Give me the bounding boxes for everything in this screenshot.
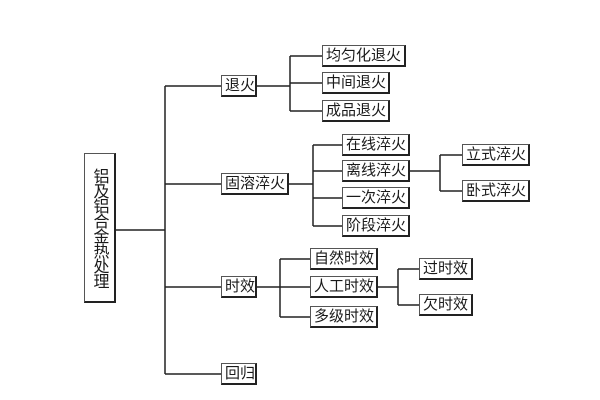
node-single-quenching: 一次淬火 — [342, 187, 410, 209]
node-stage-quenching: 阶段淬火 — [342, 215, 410, 237]
node-multistage-aging: 多级时效 — [310, 306, 378, 328]
node-over-aging: 过时效 — [419, 258, 473, 280]
node-natural-aging: 自然时效 — [310, 248, 378, 270]
branch-solution-quenching: 固溶淬火 — [221, 173, 289, 195]
node-homogenization-annealing: 均匀化退火 — [322, 45, 406, 67]
node-final-annealing: 成品退火 — [322, 100, 390, 122]
root-node: 铝及铝合金热处理 — [84, 153, 116, 303]
node-artificial-aging: 人工时效 — [310, 276, 378, 298]
node-intermediate-annealing: 中间退火 — [322, 72, 390, 94]
branch-annealing: 退火 — [221, 75, 257, 97]
node-vertical-quenching: 立式淬火 — [462, 144, 530, 166]
branch-aging: 时效 — [221, 276, 257, 298]
node-online-quenching: 在线淬火 — [342, 134, 410, 156]
node-horizontal-quenching: 卧式淬火 — [462, 180, 530, 202]
node-under-aging: 欠时效 — [419, 294, 473, 316]
node-offline-quenching: 离线淬火 — [342, 160, 410, 182]
branch-regression: 回归 — [221, 363, 257, 385]
